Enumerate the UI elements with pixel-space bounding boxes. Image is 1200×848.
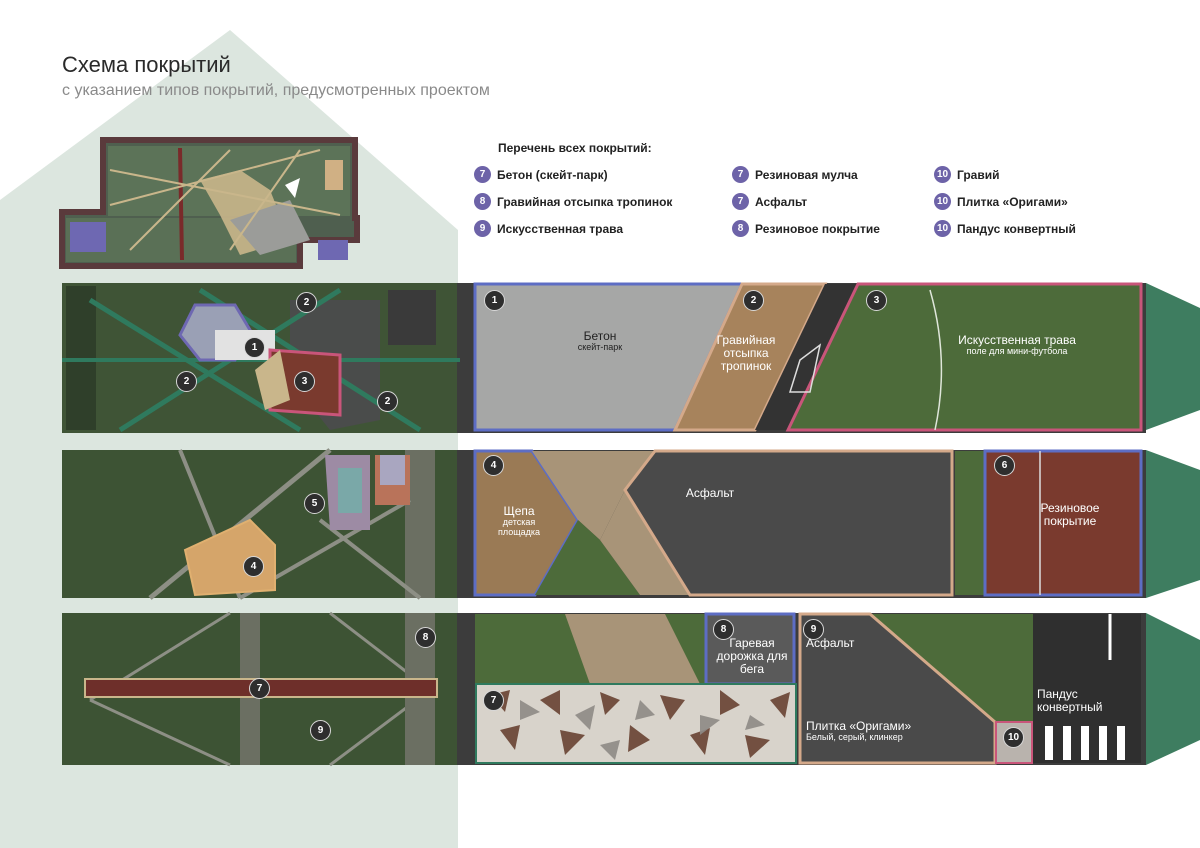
sample-label: Пандус конвертный	[1037, 687, 1103, 715]
sample-subtitle: Белый, серый, клинкер	[806, 732, 903, 743]
sample-title: Щепа	[503, 504, 535, 518]
map-marker: 2	[176, 371, 197, 392]
legend-badge: 7	[732, 166, 749, 183]
legend-item: 7 Бетон (скейт-парк)	[474, 166, 608, 183]
sample-label: Асфальт	[685, 486, 735, 500]
map-marker: 1	[244, 337, 265, 358]
legend-item: 10 Гравий	[934, 166, 999, 183]
legend-label: Плитка «Оригами»	[957, 194, 1068, 209]
sample-title: Бетон	[583, 329, 617, 343]
sample-marker: 9	[803, 619, 824, 640]
sample-marker: 4	[483, 455, 504, 476]
legend-label: Пандус конвертный	[957, 221, 1076, 236]
legend-label: Резиновое покрытие	[755, 221, 880, 236]
legend-label: Асфальт	[755, 194, 808, 209]
sample-rubber	[983, 449, 1143, 597]
sample-marker: 8	[713, 619, 734, 640]
sample-origami-tile	[475, 683, 797, 764]
sample-subtitle: поле для мини-футбола	[966, 346, 1068, 357]
legend-label: Гравий	[957, 167, 1000, 182]
map-marker: 2	[377, 391, 398, 412]
legend-item: 8 Резиновое покрытие	[732, 220, 880, 237]
legend-item: 8 Гравийная отсыпка тропинок	[474, 193, 672, 210]
map-marker: 7	[249, 678, 270, 699]
legend-badge: 10	[934, 166, 951, 183]
sample-title: Плитка «Оригами»	[806, 719, 912, 733]
legend-item: 7 Асфальт	[732, 193, 807, 210]
sample-marker: 7	[483, 690, 504, 711]
map-marker: 5	[304, 493, 325, 514]
legend-item: 10 Пандус конвертный	[934, 220, 1076, 237]
sample-label: Резиновое покрытие	[1040, 501, 1100, 529]
sample-subtitle: скейт-парк	[577, 342, 623, 353]
legend-badge: 7	[474, 166, 491, 183]
sample-marker: 6	[994, 455, 1015, 476]
sample-subtitle: детская площадка	[497, 517, 541, 538]
page-subtitle: с указанием типов покрытий, предусмотрен…	[62, 82, 490, 99]
sample-label: Гаревая дорожка для бега	[716, 636, 788, 677]
legend-badge: 8	[732, 220, 749, 237]
legend-label: Бетон (скейт-парк)	[497, 167, 608, 182]
sample-label: Плитка «Оригами»Белый, серый, клинкер	[806, 719, 936, 743]
sample-label: Асфальт	[806, 636, 855, 650]
map-marker: 8	[415, 627, 436, 648]
legend-badge: 9	[474, 220, 491, 237]
page-title: Схема покрытий	[62, 52, 231, 77]
legend-heading: Перечень всех покрытий:	[498, 141, 652, 155]
legend-badge: 8	[474, 193, 491, 210]
legend-label: Искусственная трава	[497, 221, 624, 236]
legend-badge: 10	[934, 193, 951, 210]
legend-badge: 10	[934, 220, 951, 237]
map-marker: 2	[296, 292, 317, 313]
sample-label: Гравийная отсыпка тропинок	[716, 333, 776, 374]
sample-artificial-grass	[785, 282, 1143, 432]
sample-marker: 1	[484, 290, 505, 311]
legend-item: 10 Плитка «Оригами»	[934, 193, 1068, 210]
legend-item: 7 Резиновая мулча	[732, 166, 858, 183]
sample-marker: 3	[866, 290, 887, 311]
legend-label: Резиновая мулча	[755, 167, 858, 182]
sample-marker: 2	[743, 290, 764, 311]
map-marker: 3	[294, 371, 315, 392]
legend-item: 9 Искусственная трава	[474, 220, 623, 237]
map-marker: 4	[243, 556, 264, 577]
sample-title: Искусственная трава	[958, 333, 1076, 347]
sample-marker: 10	[1003, 727, 1024, 748]
legend-badge: 7	[732, 193, 749, 210]
sample-asphalt	[623, 449, 954, 597]
legend-label: Гравийная отсыпка тропинок	[497, 194, 673, 209]
map-marker: 9	[310, 720, 331, 741]
